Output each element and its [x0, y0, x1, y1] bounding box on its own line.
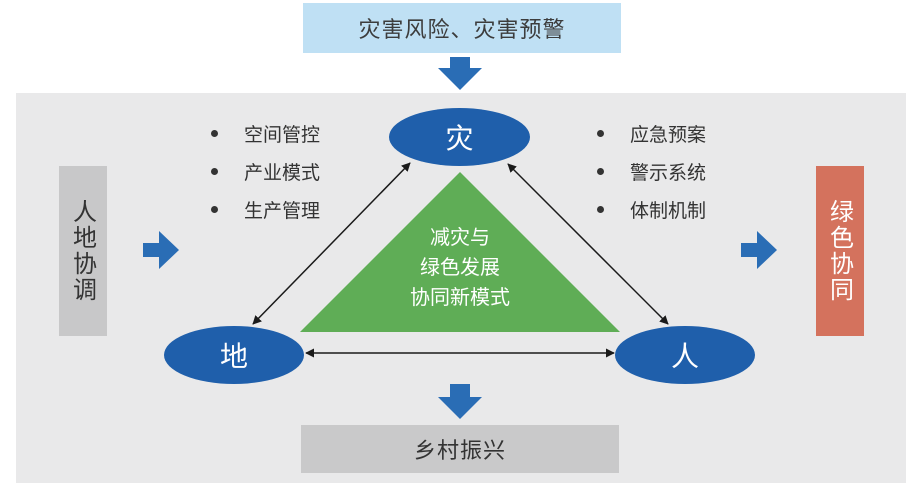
arrow-down-bottom-icon [438, 384, 482, 419]
human-land-coordination-label: 人地协调 [68, 199, 97, 303]
bullet-icon [597, 167, 604, 175]
bullet-icon [597, 205, 604, 213]
land-measures-list: 空间管控 产业模式 生产管理 [211, 114, 320, 228]
arrow-right-right-icon [741, 231, 777, 269]
list-item-label: 应急预案 [630, 123, 707, 146]
bullet-icon [597, 129, 604, 137]
bullet-icon [211, 205, 218, 213]
list-item: 产业模式 [211, 152, 320, 190]
node-people-label: 人 [670, 340, 699, 373]
arrow-disaster-land [252, 162, 411, 325]
node-people: 人 [615, 326, 755, 384]
arrow-down-top-icon [438, 57, 482, 90]
list-item-label: 生产管理 [244, 199, 321, 222]
list-item: 生产管理 [211, 190, 320, 228]
center-text: 减灾与 绿色发展 协同新模式 [360, 222, 560, 312]
bullet-icon [211, 167, 218, 175]
arrow-disaster-people [507, 163, 669, 325]
node-disaster-label: 灾 [445, 122, 474, 155]
center-line: 减灾与 [430, 225, 490, 249]
green-synergy-label: 绿色协同 [825, 199, 854, 303]
disaster-risk-warning-label: 灾害风险、灾害预警 [358, 18, 566, 43]
people-measures-list: 应急预案 警示系统 体制机制 [597, 114, 706, 228]
list-item: 体制机制 [597, 190, 706, 228]
green-synergy-box: 绿色协同 [816, 166, 864, 336]
list-item: 应急预案 [597, 114, 706, 152]
rural-revitalization-box: 乡村振兴 [301, 425, 619, 473]
node-disaster: 灾 [389, 108, 530, 166]
list-item: 空间管控 [211, 114, 320, 152]
bullet-icon [211, 129, 218, 137]
arrow-right-left-icon [143, 231, 179, 269]
node-land: 地 [164, 326, 304, 384]
list-item-label: 警示系统 [630, 161, 707, 184]
list-item-label: 产业模式 [244, 161, 321, 184]
list-item: 警示系统 [597, 152, 706, 190]
disaster-risk-warning-box: 灾害风险、灾害预警 [303, 3, 621, 53]
list-item-label: 空间管控 [244, 123, 321, 146]
node-land-label: 地 [219, 340, 248, 373]
center-line: 绿色发展 [420, 255, 500, 279]
center-line: 协同新模式 [410, 285, 510, 309]
list-item-label: 体制机制 [630, 199, 707, 222]
rural-revitalization-label: 乡村振兴 [413, 439, 506, 464]
human-land-coordination-box: 人地协调 [59, 166, 107, 336]
